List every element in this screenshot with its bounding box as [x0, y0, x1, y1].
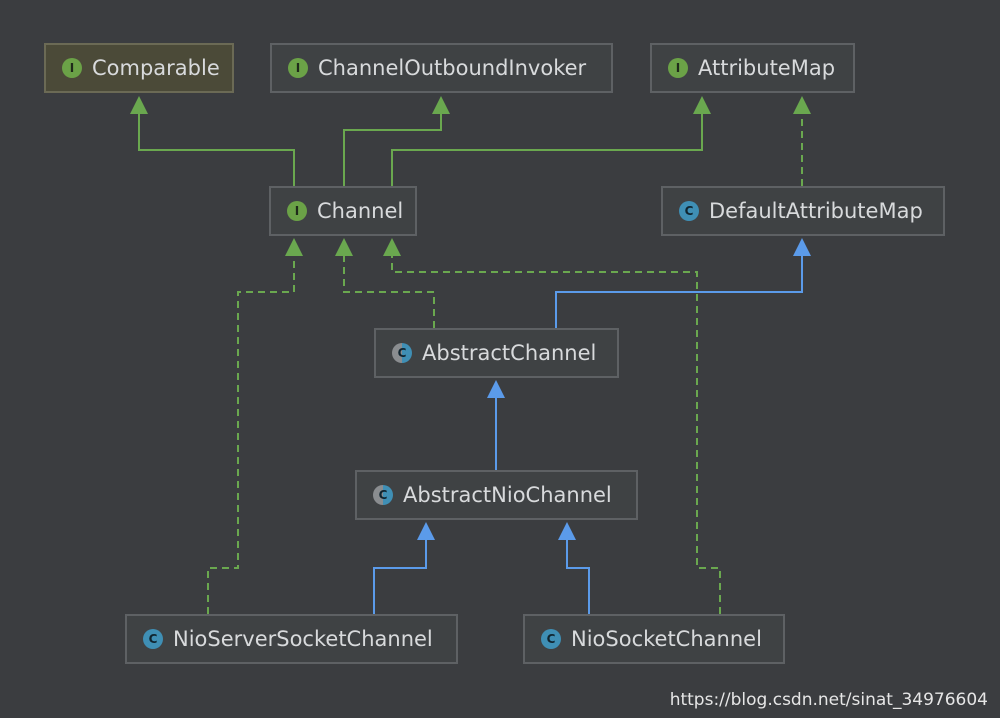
arrowhead-defaultattributemap [793, 238, 811, 256]
edge-niosocket-abstractnio [566, 538, 590, 614]
interface-icon: I [668, 58, 688, 78]
node-abstract-channel[interactable]: C AbstractChannel [374, 328, 619, 378]
arrowhead-channel-from-nioserver [285, 238, 303, 256]
edge-nioserversocket-channel [207, 254, 295, 614]
class-icon: C [143, 629, 163, 649]
edge-abstractchannel-channel [343, 254, 435, 328]
arrowhead-comparable [130, 96, 148, 114]
arrowhead-abstractnio-from-niosocket [558, 522, 576, 540]
arrowhead-attributemap-from-default [793, 96, 811, 114]
node-label: Comparable [92, 55, 220, 80]
arrowhead-attributemap-from-channel [693, 96, 711, 114]
node-abstract-nio-channel[interactable]: C AbstractNioChannel [355, 470, 638, 520]
node-nio-socket-channel[interactable]: C NioSocketChannel [523, 614, 785, 664]
arrowhead-channel-from-niosocket [383, 238, 401, 256]
node-label: AbstractNioChannel [403, 482, 612, 507]
edge-niosocket-channel [391, 254, 721, 614]
arrowhead-abstractnio-from-nioserver [417, 522, 435, 540]
node-nio-server-socket-channel[interactable]: C NioServerSocketChannel [125, 614, 458, 664]
arrowhead-abstractchannel [487, 380, 505, 398]
edge-channel-outbound-invoker [343, 112, 442, 186]
node-channel[interactable]: I Channel [269, 186, 417, 236]
node-label: NioSocketChannel [571, 626, 762, 651]
node-comparable[interactable]: I Comparable [44, 43, 234, 93]
abstract-class-icon: C [373, 485, 393, 505]
interface-icon: I [287, 201, 307, 221]
abstract-class-icon: C [392, 343, 412, 363]
edge-channel-attributemap [391, 112, 703, 186]
node-label: NioServerSocketChannel [173, 626, 433, 651]
interface-icon: I [62, 58, 82, 78]
node-label: AttributeMap [698, 55, 836, 80]
watermark-url: https://blog.csdn.net/sinat_34976604 [669, 690, 988, 710]
node-label: ChannelOutboundInvoker [318, 55, 587, 80]
node-label: AbstractChannel [422, 340, 597, 365]
arrowhead-channel-from-abstract [335, 238, 353, 256]
class-icon: C [541, 629, 561, 649]
node-label: Channel [317, 198, 404, 223]
edge-abstractchannel-defaultattributemap [555, 254, 803, 328]
node-attribute-map[interactable]: I AttributeMap [650, 43, 855, 93]
node-label: DefaultAttributeMap [709, 198, 923, 223]
edge-nioserversocket-abstractnio [373, 538, 427, 614]
interface-icon: I [288, 58, 308, 78]
node-default-attribute-map[interactable]: C DefaultAttributeMap [661, 186, 945, 236]
arrowhead-outbound-invoker [432, 96, 450, 114]
node-channel-outbound-invoker[interactable]: I ChannelOutboundInvoker [270, 43, 613, 93]
class-icon: C [679, 201, 699, 221]
edge-channel-comparable [138, 112, 295, 186]
